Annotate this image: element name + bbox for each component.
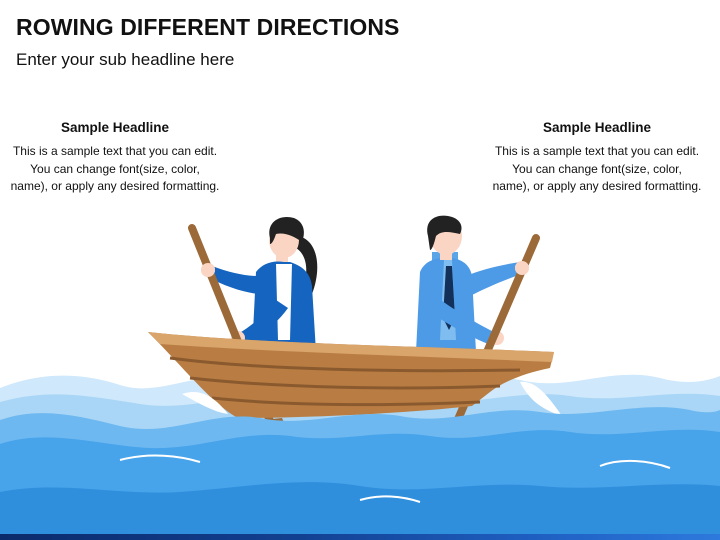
man-rower-icon bbox=[416, 215, 529, 352]
block-body: This is a sample text that you can edit.… bbox=[492, 144, 702, 193]
block-body: This is a sample text that you can edit.… bbox=[10, 144, 220, 193]
block-headline: Sample Headline bbox=[542, 120, 652, 135]
wave-icon bbox=[0, 482, 720, 540]
hand-icon bbox=[201, 263, 215, 277]
wave-line bbox=[359, 495, 421, 503]
text-block-right: Sample Headline This is a sample text th… bbox=[492, 120, 702, 196]
wave-line bbox=[119, 454, 201, 463]
slide-title: ROWING DIFFERENT DIRECTIONS bbox=[16, 14, 400, 40]
woman-rower-icon bbox=[201, 216, 318, 352]
rowing-boat-icon bbox=[148, 332, 554, 418]
block-headline: Sample Headline bbox=[60, 120, 170, 135]
wave-icon bbox=[182, 392, 228, 414]
wave-icon bbox=[520, 381, 562, 416]
hand-icon bbox=[515, 261, 529, 275]
text-block-left: Sample Headline This is a sample text th… bbox=[10, 120, 220, 196]
wave-line bbox=[599, 459, 671, 469]
footer-bar bbox=[0, 534, 720, 540]
slide-subtitle: Enter your sub headline here bbox=[16, 50, 235, 69]
